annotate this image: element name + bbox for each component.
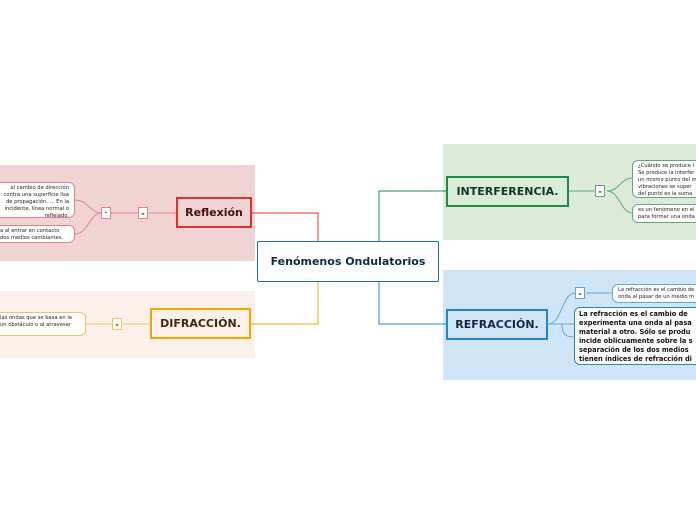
refraccion-label: REFRACCIÓN. bbox=[455, 318, 539, 331]
interferencia-dash[interactable]: - bbox=[595, 185, 605, 197]
reflexion-dash-inner[interactable]: - bbox=[101, 207, 111, 219]
interferencia-note-2[interactable]: es un fenómeno en el para formar una ond… bbox=[632, 204, 696, 223]
interferencia-topic[interactable]: INTERFERENCIA. bbox=[446, 176, 569, 207]
central-topic-label: Fenómenos Ondulatorios bbox=[270, 255, 426, 268]
connector-reflexion bbox=[252, 212, 319, 241]
interferencia-label: INTERFERENCIA. bbox=[456, 185, 559, 198]
difraccion-dash[interactable]: - bbox=[112, 318, 122, 330]
connector-difraccion bbox=[251, 282, 319, 325]
reflexion-label: Reflexión bbox=[185, 206, 243, 219]
reflexion-topic[interactable]: Reflexión bbox=[176, 197, 252, 228]
central-topic[interactable]: Fenómenos Ondulatorios bbox=[257, 241, 439, 282]
reflexion-dash-outer[interactable]: - bbox=[138, 207, 148, 219]
refraccion-topic[interactable]: REFRACCIÓN. bbox=[446, 309, 548, 340]
refraccion-dash[interactable]: - bbox=[575, 287, 585, 299]
refraccion-note-1[interactable]: La refracción es el cambio de onda al pa… bbox=[612, 284, 696, 303]
interferencia-note-1[interactable]: ¿Cuándo se produce l Se produce la inter… bbox=[632, 160, 696, 198]
difraccion-note-1[interactable]: las ondas que se basa en la un obstáculo… bbox=[0, 312, 86, 336]
reflexion-note-1[interactable]: al cambio de dirección contra una superf… bbox=[0, 182, 75, 218]
difraccion-label: DIFRACCIÓN. bbox=[160, 317, 241, 330]
connector-interferencia bbox=[378, 190, 446, 241]
reflexion-note-2[interactable]: a al entrar en contacto dos medios cambi… bbox=[0, 225, 75, 243]
connector-refraccion bbox=[378, 282, 446, 325]
difraccion-topic[interactable]: DIFRACCIÓN. bbox=[150, 308, 251, 339]
refraccion-note-2[interactable]: La refracción es el cambio de experiment… bbox=[574, 307, 696, 365]
